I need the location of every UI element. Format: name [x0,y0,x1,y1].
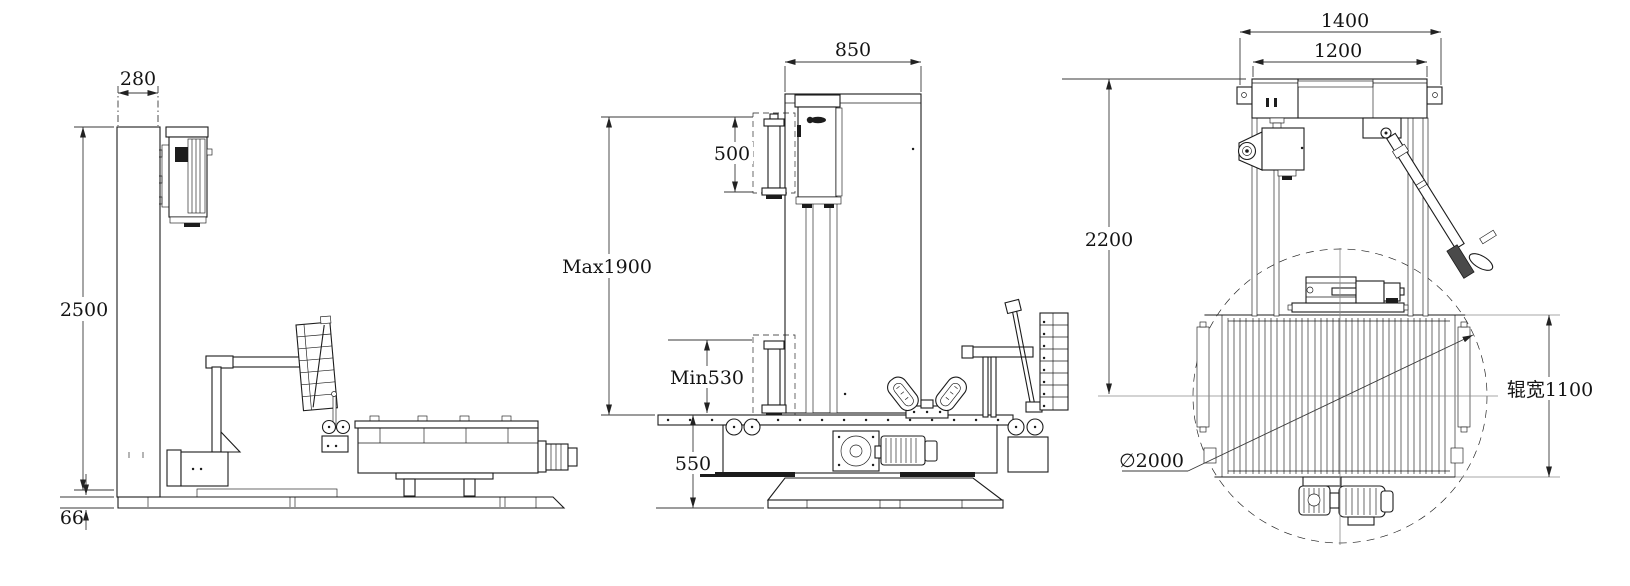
crank-arm-plan [1362,117,1497,279]
dim-top-beam-inner-label: 1200 [1314,40,1362,62]
film-roll-min-position [752,334,796,418]
v-clamp-front [887,376,967,419]
dim-max-wrap-height-label: Max1900 [562,256,652,278]
dim-min-wrap-height: Min530 [666,339,752,413]
dim-top-width-label: 850 [835,39,871,61]
dim-film-roll-length-label: 500 [714,143,750,165]
front-view: 850 500 Max1900 Min530 550 [562,39,1069,509]
dim-turntable-diameter: ∅2000 [1119,334,1474,472]
dim-top-width: 850 [784,39,922,92]
dim-roller-width: 辊宽1100 [1498,315,1601,477]
film-carriage-side [159,126,213,227]
turntable-front [657,414,1014,509]
dim-mast-width-label: 280 [120,68,156,90]
drive-motor-plan [1298,476,1394,526]
dim-top-beam-inner: 1200 [1252,40,1428,77]
press-plate-side [295,315,338,412]
turntable-motor-side [537,440,578,473]
film-carriage-assembly-plan [1287,276,1409,313]
side-rail-right [1450,321,1471,464]
side-rail-left [1196,321,1217,464]
dim-overall-height: 2500 [60,126,114,491]
dim-frame-height: 2200 [1062,78,1246,394]
dim-frame-height-label: 2200 [1085,229,1133,251]
mast-side [116,126,161,498]
side-view: 280 2500 66 [60,68,578,530]
dim-table-height: 550 [656,415,764,509]
machine-base-side [117,488,566,509]
carriage-head-plan [1237,117,1305,180]
top-beam-plan [1236,78,1443,119]
film-carriage-front [794,94,843,208]
turntable-side [354,415,578,497]
dim-top-beam-outer: 1400 [1239,10,1442,85]
centerlines-plan [1098,248,1530,545]
dim-base-height-label: 66 [60,507,84,529]
dim-roller-width-label: 辊宽1100 [1507,379,1593,401]
drive-motor-front [832,430,938,472]
dim-base-height: 66 [60,474,114,530]
film-clamp-side [321,391,351,453]
dim-overall-height-label: 2500 [60,299,108,321]
press-arm-side [166,355,303,487]
dim-turntable-diameter-label: ∅2000 [1119,450,1184,472]
press-arm-front [961,298,1069,473]
plan-view: 1400 1200 2200 辊宽1100 ∅2000 [1062,10,1601,545]
dim-min-wrap-height-label: Min530 [670,367,744,389]
dim-max-wrap-height: Max1900 [562,117,655,416]
dim-top-beam-outer-label: 1400 [1321,10,1369,32]
dim-mast-width: 280 [117,68,159,126]
dim-film-roll-length: 500 [601,116,753,193]
dim-table-height-label: 550 [675,453,711,475]
